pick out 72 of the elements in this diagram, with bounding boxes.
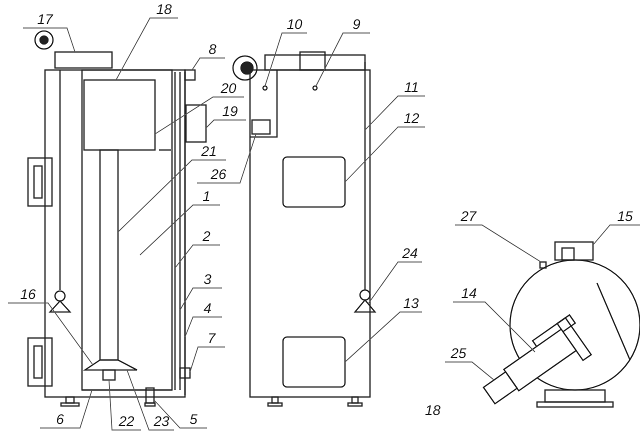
sensor-port [312,85,318,91]
flue-outlet [554,241,594,261]
leader-line [174,244,220,268]
burner-tube [99,149,119,361]
callout-number: 16 [8,287,48,301]
leader-line [196,134,256,184]
leader-line [22,28,76,52]
callout-number: 18 [425,402,441,418]
callout-number: 18 [150,2,178,16]
leader-line [126,370,174,430]
leader-line [8,302,94,366]
door [282,156,346,208]
leader-line [316,32,370,86]
sensor-port [262,85,268,91]
callout-number: 7 [198,331,225,345]
leader-line [592,224,640,246]
leader-line [364,96,426,130]
callout-number: 1 [193,189,220,203]
pipe-stub [539,261,547,269]
callout-number: 3 [193,272,222,286]
leader-line [192,58,226,70]
leader-line [264,32,308,86]
leader-line [206,120,246,128]
fuel-hopper [83,79,156,151]
callout-number: 10 [282,17,307,31]
leader-line [154,96,244,134]
leader-line [344,312,422,362]
leader-line [452,302,536,352]
door [282,336,346,388]
callout-number: 24 [398,246,422,260]
callout-number: 4 [193,301,222,315]
callout-number: 8 [200,42,225,56]
leader-line [454,224,542,262]
callout-number: 23 [149,414,174,428]
outlet-pipe [184,69,196,81]
combustion-chamber [81,69,173,391]
leader-line [190,346,226,372]
leader-line [154,400,208,428]
callout-number: 25 [445,346,472,360]
fan-housing [54,51,113,69]
callout-number: 9 [343,17,370,31]
leader-line [444,362,494,380]
damper-weight [354,298,376,313]
callout-number: 21 [192,144,226,158]
callout-number: 6 [40,412,80,426]
control-box [185,104,207,143]
leader-line [344,126,426,182]
callout-number: 17 [23,12,67,26]
callout-number: 5 [180,412,207,426]
callout-number: 14 [453,286,485,300]
thermometer [251,119,271,135]
leader-line [108,380,142,430]
callout-number: 19 [214,104,246,118]
callout-number: 2 [193,229,220,243]
callout-number: 11 [398,80,425,94]
boiler-foot [145,387,155,404]
leader-line [180,288,222,310]
leader-line [368,262,422,304]
callout-number: 20 [213,81,244,95]
callout-number: 27 [455,209,482,223]
inlet-pipe [179,367,191,379]
callout-number: 12 [398,111,425,125]
leader-line [184,316,222,338]
callout-number: 26 [197,167,240,181]
leader-line [140,204,220,256]
leader-line [40,390,92,428]
burner-head [82,359,138,371]
burner-nozzle [102,369,116,381]
callout-number: 22 [112,414,141,428]
callout-number: 15 [610,209,640,223]
leader-line [118,160,226,232]
callout-number: 13 [400,296,422,310]
